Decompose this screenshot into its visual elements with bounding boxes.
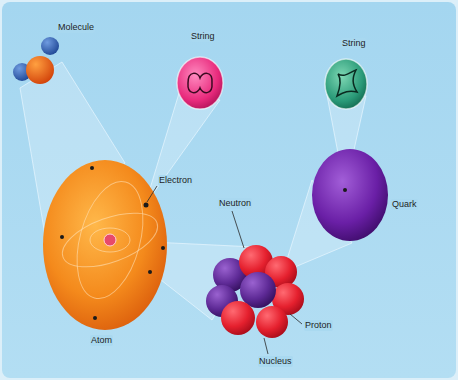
quark-dot — [343, 188, 347, 192]
nucleus-figure — [206, 245, 304, 338]
part-label: Nucleus — [258, 356, 293, 367]
part-label: String — [190, 31, 216, 42]
atom-figure — [43, 160, 167, 330]
string-figure — [325, 59, 367, 109]
part-label: Electron — [158, 175, 193, 186]
part-label: Molecule — [57, 22, 95, 33]
part-label: Quark — [391, 199, 418, 210]
leader-lines — [147, 186, 302, 354]
part-label: Proton — [304, 320, 333, 331]
part-label: Neutron — [218, 198, 252, 209]
quark-figure — [312, 149, 388, 241]
string-figure — [177, 57, 223, 109]
part-label: Atom — [90, 335, 113, 346]
molecule-figure — [13, 37, 59, 84]
part-label: String — [341, 38, 367, 49]
